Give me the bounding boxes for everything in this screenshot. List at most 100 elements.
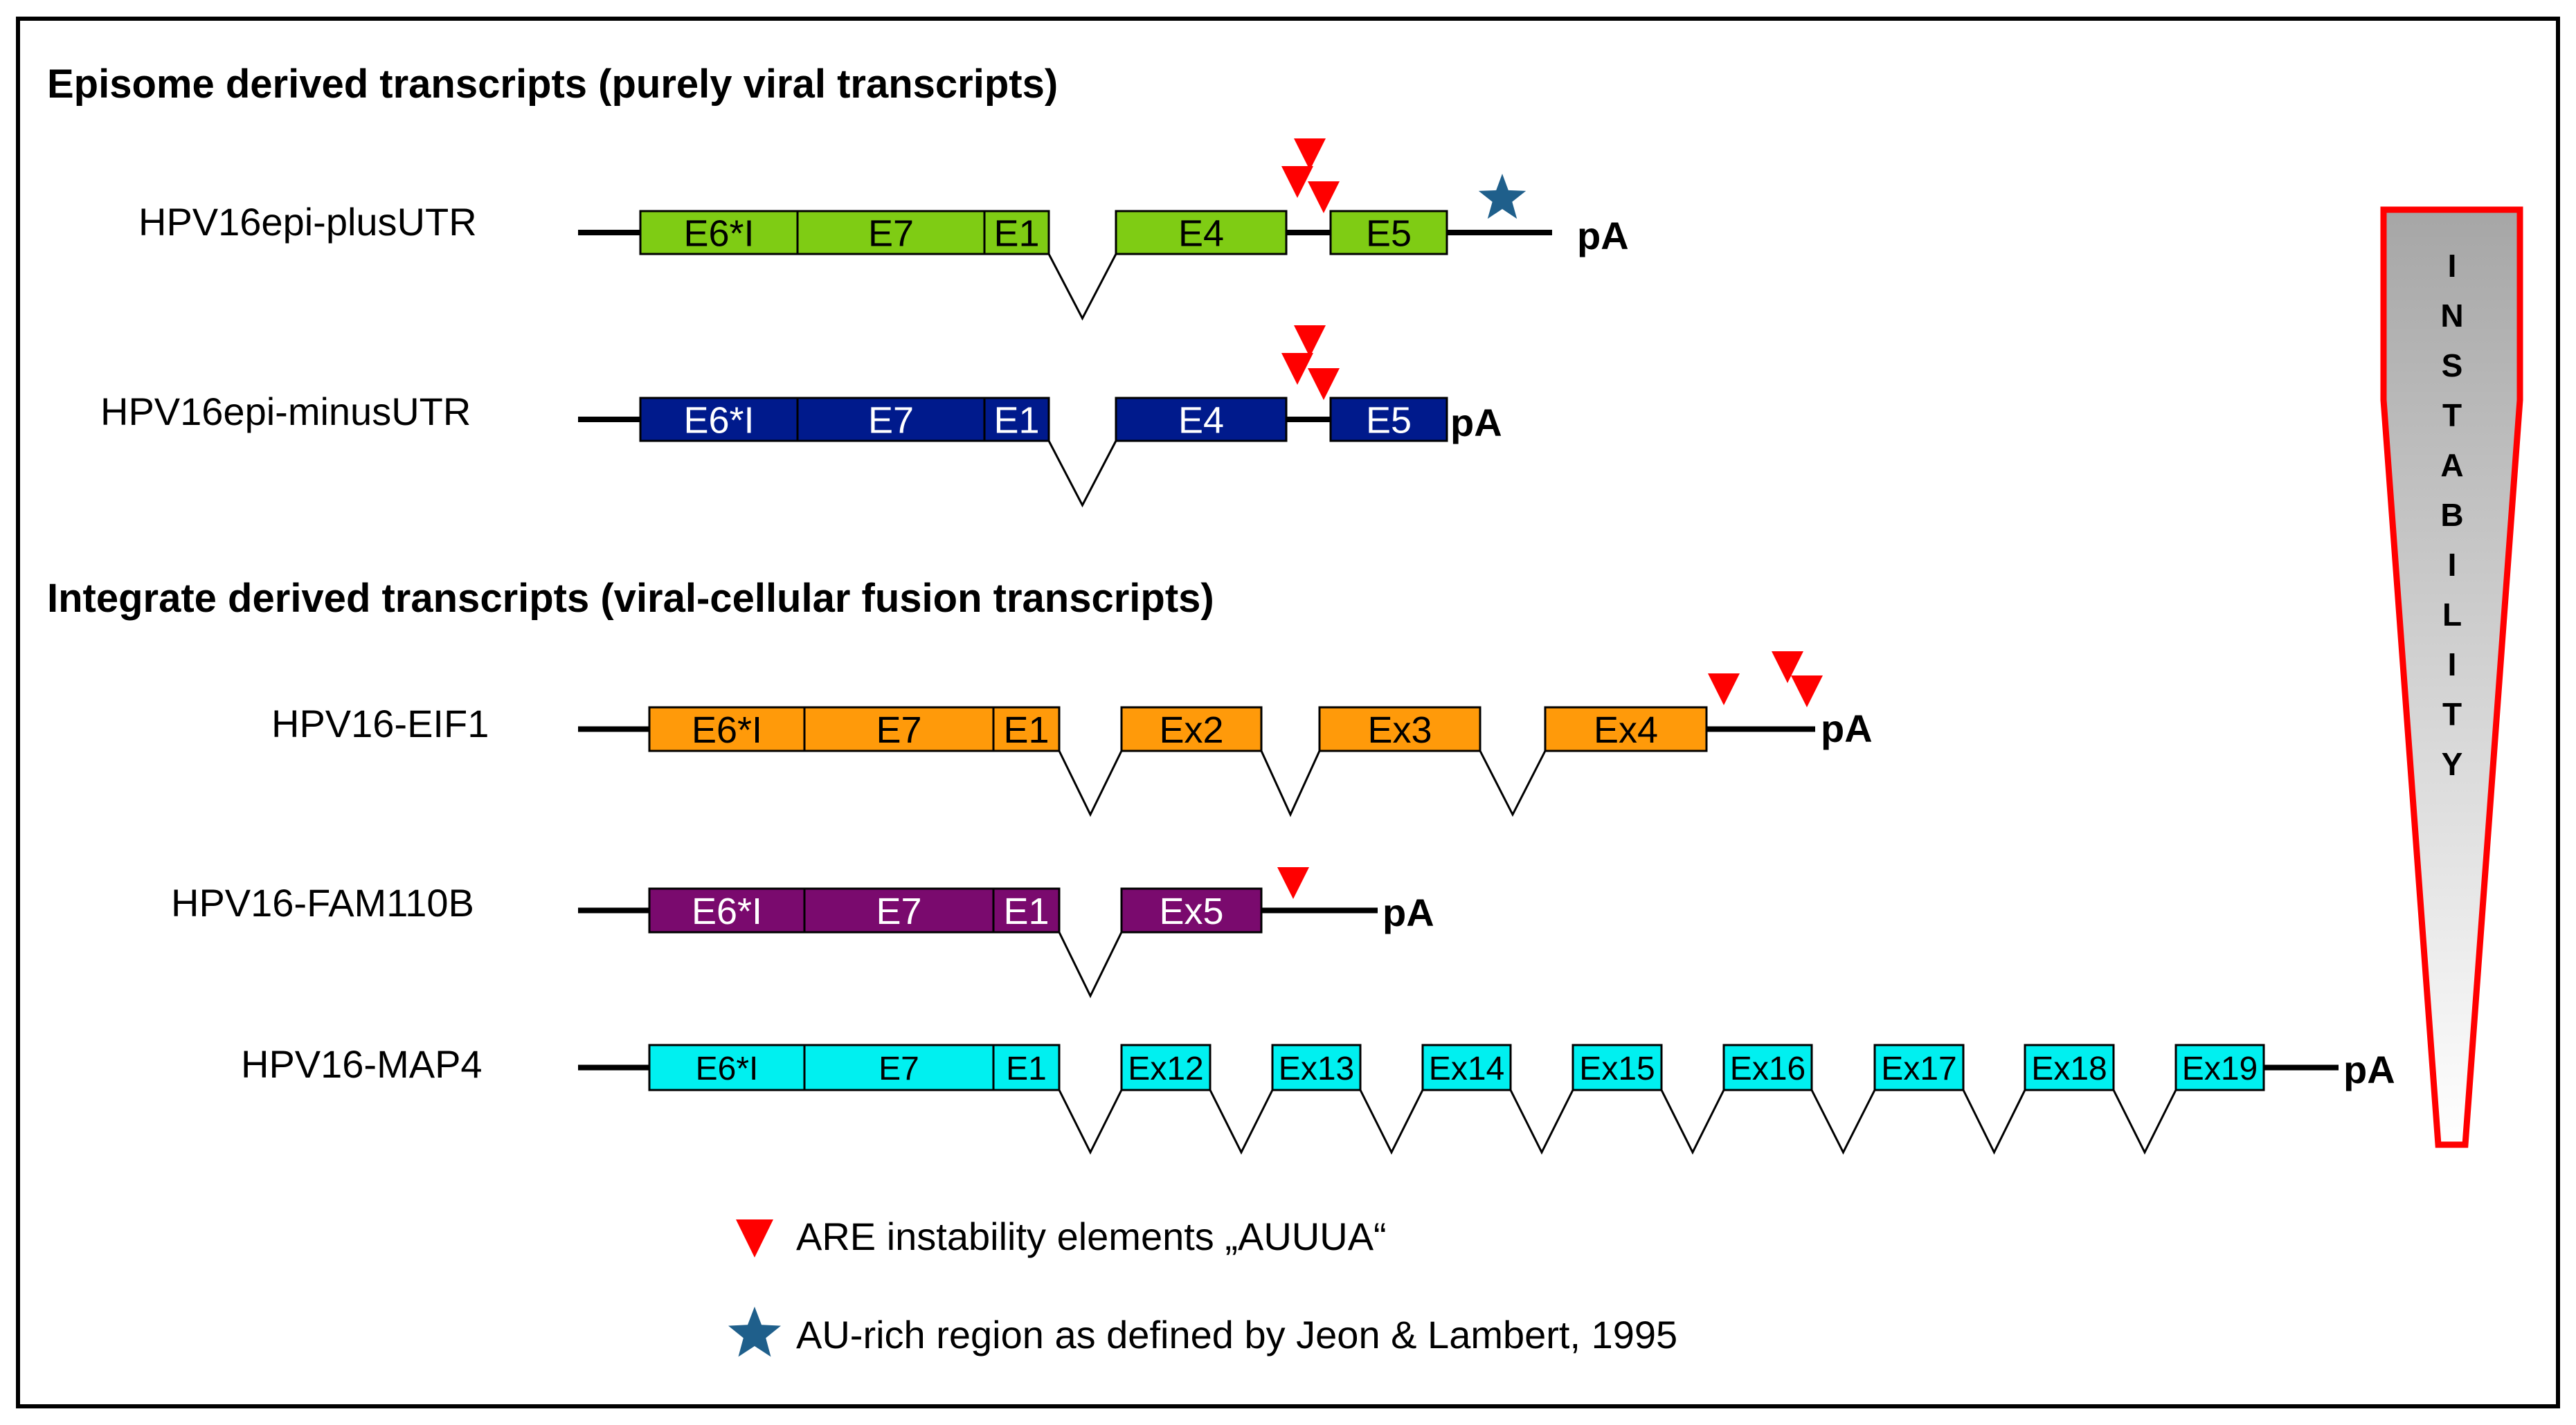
exon-label: E7: [868, 399, 914, 441]
exon-block: [1120, 706, 1263, 752]
exon-label: E7: [879, 1051, 919, 1087]
are-element-marker: [1277, 867, 1309, 899]
instability-letter: B: [2440, 497, 2463, 533]
polyA-label: pA: [1821, 707, 1873, 750]
are-legend-label: ARE instability elements „AUUUA“: [796, 1215, 1387, 1258]
are-element-marker: [1294, 138, 1326, 170]
exon-block: [1120, 1044, 1212, 1091]
exon-block: [1115, 397, 1288, 442]
exon-label: Ex17: [1881, 1051, 1956, 1087]
polyA-label: pA: [1450, 401, 1502, 444]
transcript-row: E6*I E7 E1 E4 E5 pA: [578, 325, 1502, 508]
exon-label: E6*I: [692, 709, 762, 751]
transcript-label: HPV16-MAP4: [241, 1042, 483, 1086]
exon-label: E6*I: [692, 891, 762, 932]
exon-label: E4: [1178, 212, 1224, 254]
exon-block: [648, 1044, 806, 1091]
exon-block: [803, 1044, 995, 1091]
exon-label: Ex5: [1159, 891, 1223, 932]
exon-label: Ex16: [1730, 1051, 1805, 1087]
exon-label: E1: [1003, 709, 1049, 751]
splice-junction: [1260, 750, 1321, 817]
exon-label: E6*I: [683, 399, 754, 441]
exon-block: [2174, 1044, 2265, 1091]
exon-block: [1421, 1044, 1512, 1091]
are-element-marker: [1281, 353, 1313, 385]
exon-block: [992, 1044, 1061, 1091]
exon-label: E7: [868, 212, 914, 254]
exon-block: [803, 706, 995, 752]
instability-letter: I: [2448, 547, 2457, 583]
exon-block: [2024, 1044, 2115, 1091]
exon-label: E1: [993, 399, 1039, 441]
exon-label: E5: [1366, 399, 1412, 441]
are-element-marker: [1308, 368, 1340, 400]
instability-letter: Y: [2442, 746, 2463, 782]
instability-letter: I: [2448, 646, 2457, 682]
instability-letter: N: [2440, 298, 2463, 334]
au-rich-star-icon: [1478, 174, 1526, 219]
splice-junction: [1058, 750, 1123, 817]
instability-wedge: [2380, 206, 2523, 1148]
exon-block: [639, 210, 799, 255]
exon-label: E7: [876, 891, 921, 932]
are-element-marker: [1791, 675, 1823, 707]
integrate-section-title: Integrate derived transcripts (viral-cel…: [47, 576, 1214, 621]
splice-junction: [1660, 1089, 1725, 1155]
exon-block: [796, 210, 986, 255]
exon-label: E6*I: [696, 1051, 759, 1087]
splice-junction: [1962, 1089, 2026, 1155]
instability-letter: S: [2442, 347, 2463, 383]
star-legend-icon: [728, 1307, 781, 1357]
exon-block: [1571, 1044, 1663, 1091]
polyA-label: pA: [1382, 891, 1434, 934]
exon-block: [992, 887, 1061, 934]
exon-label: Ex18: [2031, 1051, 2107, 1087]
exon-label: Ex2: [1159, 709, 1223, 751]
splice-junction: [1810, 1089, 1876, 1155]
splice-junction: [1047, 440, 1117, 508]
are-element-marker: [1772, 651, 1803, 683]
polyA-label: pA: [2343, 1048, 2395, 1091]
exon-label: E4: [1178, 399, 1224, 441]
exon-block: [1115, 210, 1288, 255]
exon-block: [983, 397, 1050, 442]
exon-block: [1873, 1044, 1965, 1091]
instability-letter: T: [2442, 397, 2462, 433]
exon-label: E5: [1366, 212, 1412, 254]
splice-junction: [1359, 1089, 1424, 1155]
transcript-label: HPV16-EIF1: [271, 702, 489, 745]
transcript-label: HPV16epi-plusUTR: [138, 200, 477, 244]
exon-label: E1: [993, 212, 1039, 254]
exon-label: E7: [876, 709, 921, 751]
exon-block: [992, 706, 1061, 752]
exon-label: Ex19: [2182, 1051, 2258, 1087]
splice-junction: [1479, 750, 1547, 817]
splice-junction: [1058, 1089, 1123, 1155]
exon-block: [1722, 1044, 1813, 1091]
exon-block: [1544, 706, 1708, 752]
splice-junction: [1209, 1089, 1274, 1155]
splice-junction: [2112, 1089, 2177, 1155]
are-element-marker: [1708, 673, 1740, 705]
exon-block: [1318, 706, 1481, 752]
episome-section-title: Episome derived transcripts (purely vira…: [47, 62, 1058, 107]
exon-label: Ex12: [1128, 1051, 1203, 1087]
instability-letter: A: [2440, 447, 2463, 483]
exon-block: [1271, 1044, 1362, 1091]
are-element-marker: [1281, 166, 1313, 198]
instability-letter: T: [2442, 696, 2462, 732]
exon-block: [1329, 210, 1448, 255]
are-legend-icon: [736, 1219, 773, 1258]
exon-label: Ex3: [1367, 709, 1432, 751]
exon-label: E6*I: [683, 212, 754, 254]
legend: ARE instability elements „AUUUA“ AU-rich…: [728, 1215, 1677, 1357]
transcript-label: HPV16epi-minusUTR: [100, 390, 471, 433]
exon-block: [983, 210, 1050, 255]
